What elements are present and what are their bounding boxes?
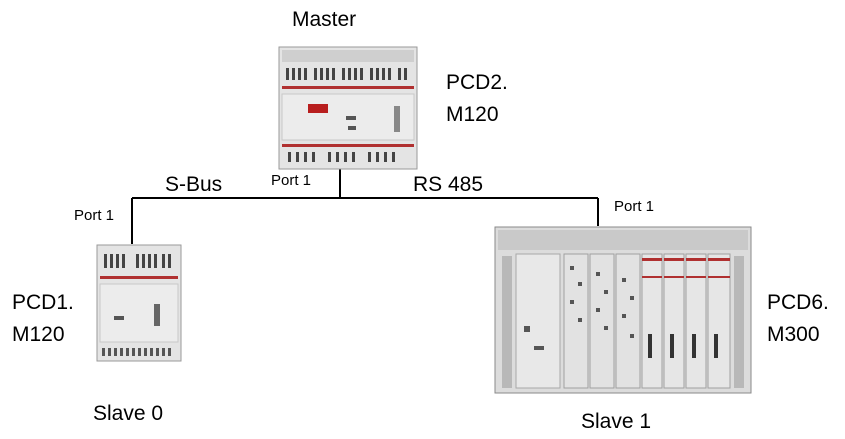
rs485-label: RS 485 — [413, 173, 483, 197]
slave1-role-label: Slave 1 — [581, 410, 651, 434]
slave1-port-label: Port 1 — [614, 198, 654, 215]
master-model-line1: PCD2. — [446, 71, 508, 95]
slave1-model-line1: PCD6. — [767, 291, 829, 315]
slave0-model-line2: M120 — [12, 323, 65, 347]
slave1-model-line2: M300 — [767, 323, 820, 347]
slave0-model-line1: PCD1. — [12, 291, 74, 315]
master-model-line2: M120 — [446, 103, 499, 127]
slave1-plc-rack — [494, 226, 752, 394]
master-role-label: Master — [292, 8, 356, 32]
slave0-role-label: Slave 0 — [93, 402, 163, 426]
master-plc-device — [278, 46, 418, 170]
slave0-plc-device — [96, 244, 182, 362]
slave0-port-label: Port 1 — [74, 207, 114, 224]
master-port-label: Port 1 — [271, 172, 311, 189]
sbus-label: S-Bus — [165, 173, 222, 197]
